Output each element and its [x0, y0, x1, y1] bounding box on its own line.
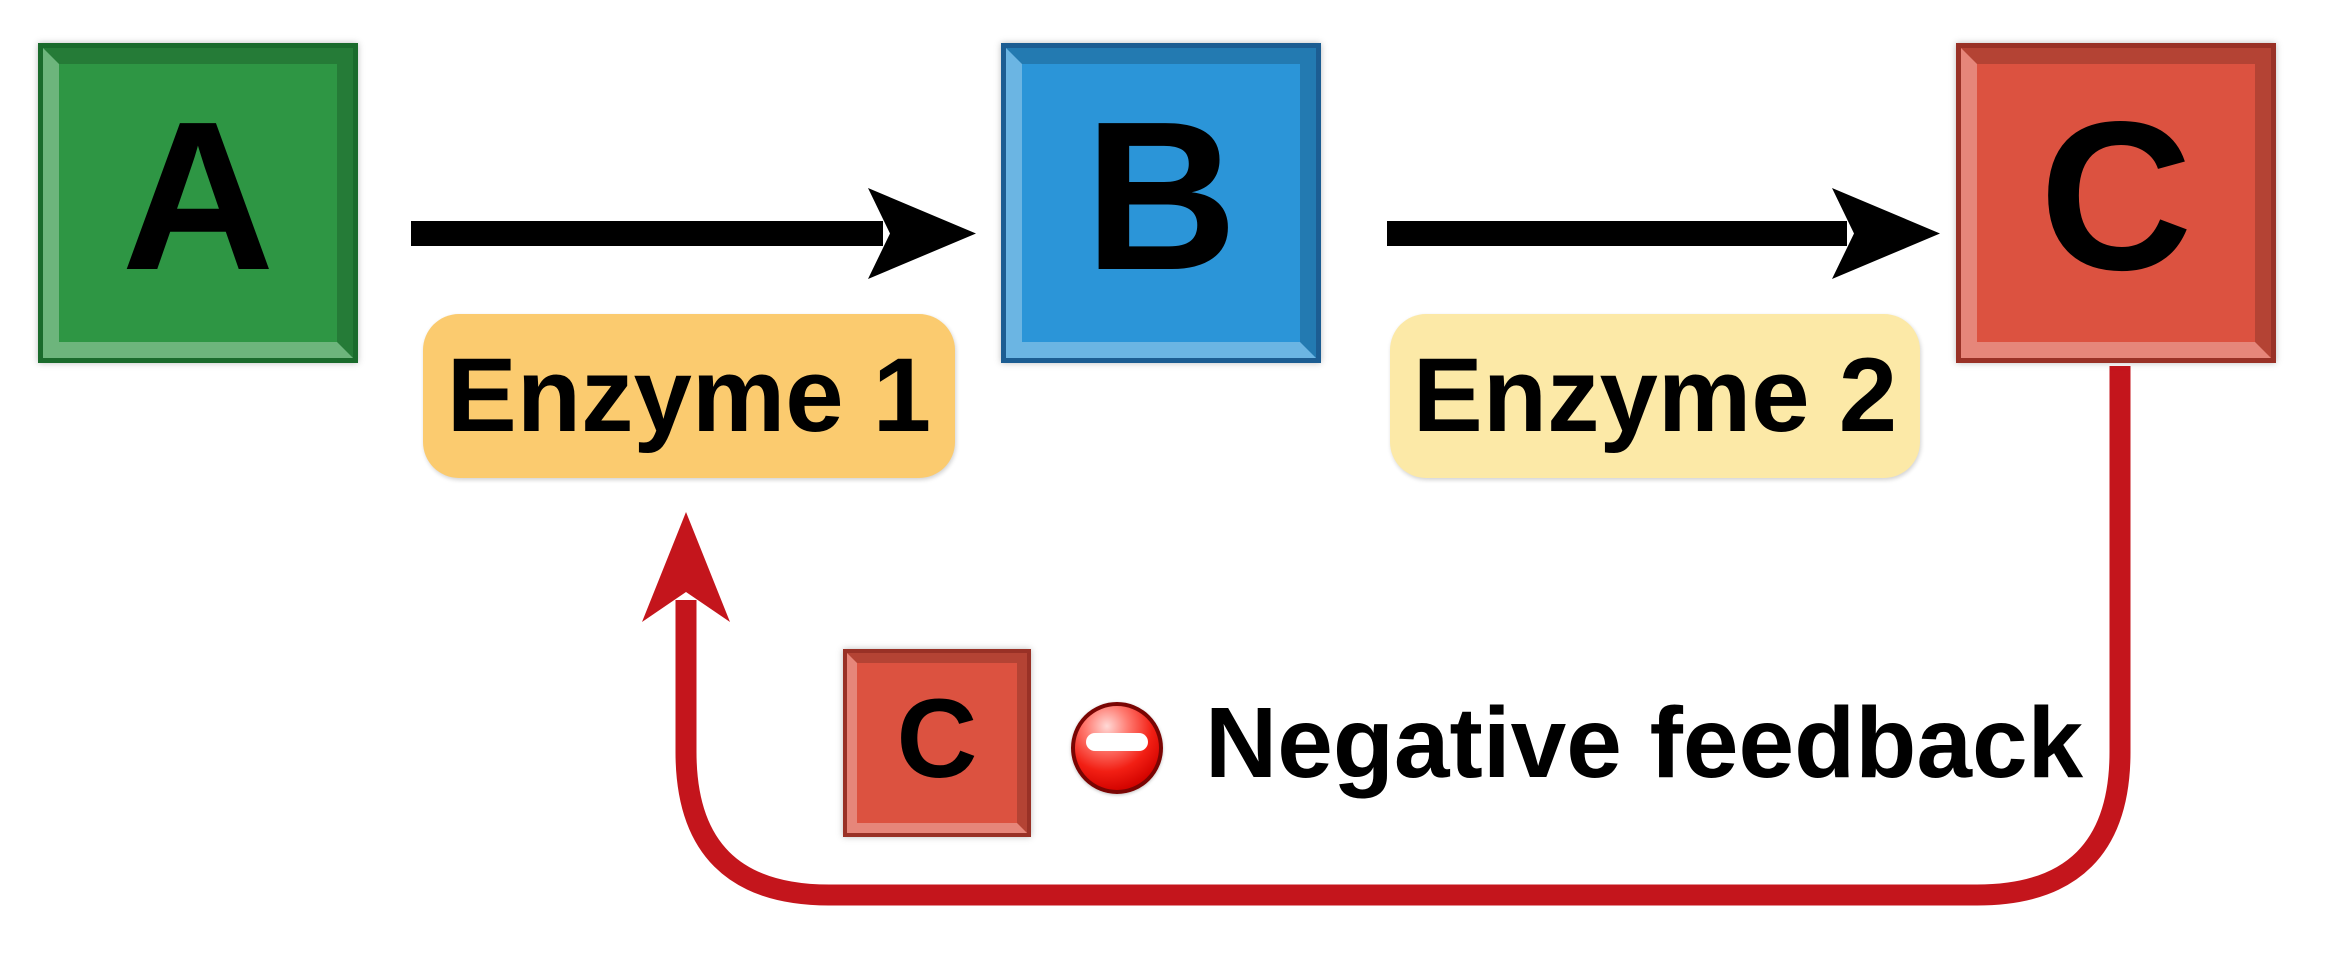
arrow-b-to-c: [1387, 188, 1940, 279]
feedback-arrowhead-icon: [642, 512, 730, 622]
enzyme-2-text: Enzyme 2: [1412, 337, 1898, 454]
node-b: B: [1001, 43, 1321, 363]
enzyme-2-label: Enzyme 2: [1390, 314, 1920, 478]
no-entry-minus-icon: [1071, 702, 1163, 794]
arrow-a-to-b: [411, 188, 976, 279]
node-b-label: B: [1084, 77, 1238, 314]
node-c-small-label: C: [896, 676, 978, 801]
feedback-arrow-path: [675, 366, 2131, 906]
enzyme-1-text: Enzyme 1: [446, 337, 932, 454]
node-c-label: C: [2039, 77, 2193, 314]
node-a: A: [38, 43, 358, 363]
enzyme-1-label: Enzyme 1: [423, 314, 955, 478]
node-a-label: A: [121, 77, 275, 314]
minus-bar: [1085, 732, 1149, 751]
node-c: C: [1956, 43, 2276, 363]
node-c-small: C: [843, 649, 1031, 837]
negative-feedback-text: Negative feedback: [1205, 687, 2084, 799]
